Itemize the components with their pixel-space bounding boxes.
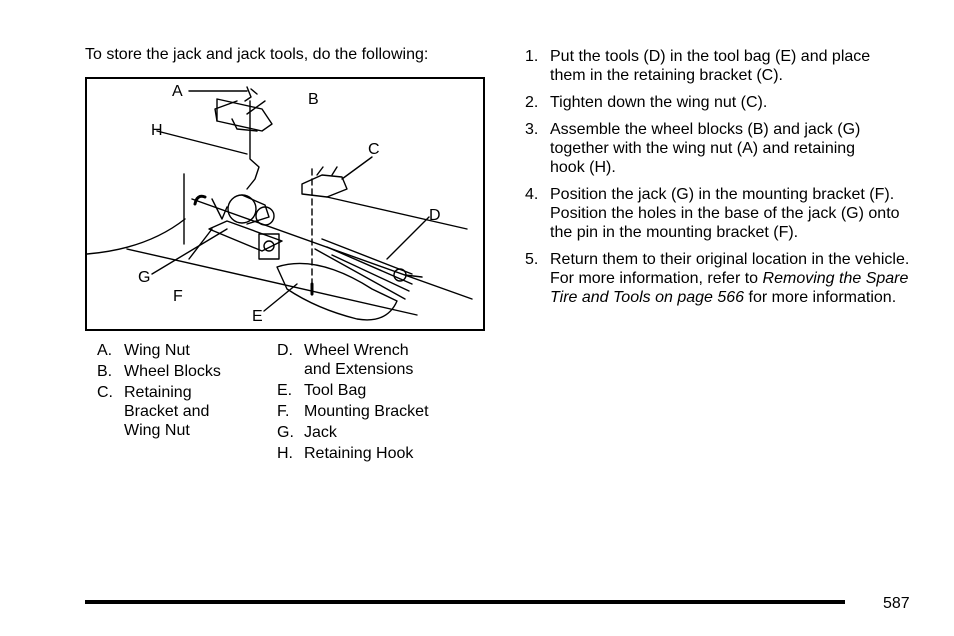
callout-e: E [252, 308, 263, 325]
legend-item: F.Mounting Bracket [277, 403, 429, 420]
step-1: 1.Put the tools (D) in the tool bag (E) … [525, 48, 871, 84]
legend-item: B.Wheel Blocks [97, 363, 221, 380]
legend-column-2: D.Wheel Wrench and Extensions E.Tool Bag… [277, 341, 457, 465]
legend-item: A.Wing Nut [97, 342, 190, 359]
legend-item: C.Retaining Bracket and Wing Nut [97, 384, 210, 439]
cross-reference-link[interactable]: Removing the Spare Tire and Tools on pag… [550, 270, 909, 306]
jack-storage-drawing [87, 86, 473, 321]
callout-f: F [173, 288, 183, 305]
step-5-text: Return them to their original location i… [550, 251, 910, 287]
wheel-wrench-shape [314, 238, 413, 300]
footer-rule [85, 600, 845, 604]
legend-item: E.Tool Bag [277, 382, 367, 399]
legend-item: H.Retaining Hook [277, 445, 414, 462]
step-3: 3.Assemble the wheel blocks (B) and jack… [525, 121, 861, 176]
intro-text: To store the jack and jack tools, do the… [85, 46, 429, 63]
callout-d: D [429, 207, 441, 224]
retaining-hook-shape [246, 100, 260, 190]
floor-line [326, 196, 468, 230]
callout-a: A [172, 83, 183, 100]
mounting-bracket-shape [208, 220, 283, 252]
wheel-well-line [87, 218, 186, 255]
instruction-steps: 1.Put the tools (D) in the tool bag (E) … [525, 47, 910, 315]
step-5-text-after: for more information. [748, 289, 897, 306]
page-number: 587 [883, 595, 910, 612]
callout-g: G [138, 269, 151, 286]
legend-item: D.Wheel Wrench and Extensions [277, 342, 414, 378]
wheel-blocks-shape [216, 98, 273, 132]
step-2: 2.Tighten down the wing nut (C). [525, 94, 768, 111]
tool-bag-shape [276, 262, 398, 321]
step-4: 4.Position the jack (G) in the mounting … [525, 186, 900, 241]
legend-item: G.Jack [277, 424, 337, 441]
callout-b: B [308, 91, 319, 108]
retaining-bracket-shape [301, 174, 348, 198]
callout-c: C [368, 141, 380, 158]
jack-storage-illustration: A B C D E F G H [85, 77, 485, 331]
legend-column-1: A.Wing Nut B.Wheel Blocks C.Retaining Br… [97, 341, 247, 442]
callout-h: H [151, 122, 163, 139]
step-5: 5. Return them to their original locatio… [525, 251, 910, 306]
